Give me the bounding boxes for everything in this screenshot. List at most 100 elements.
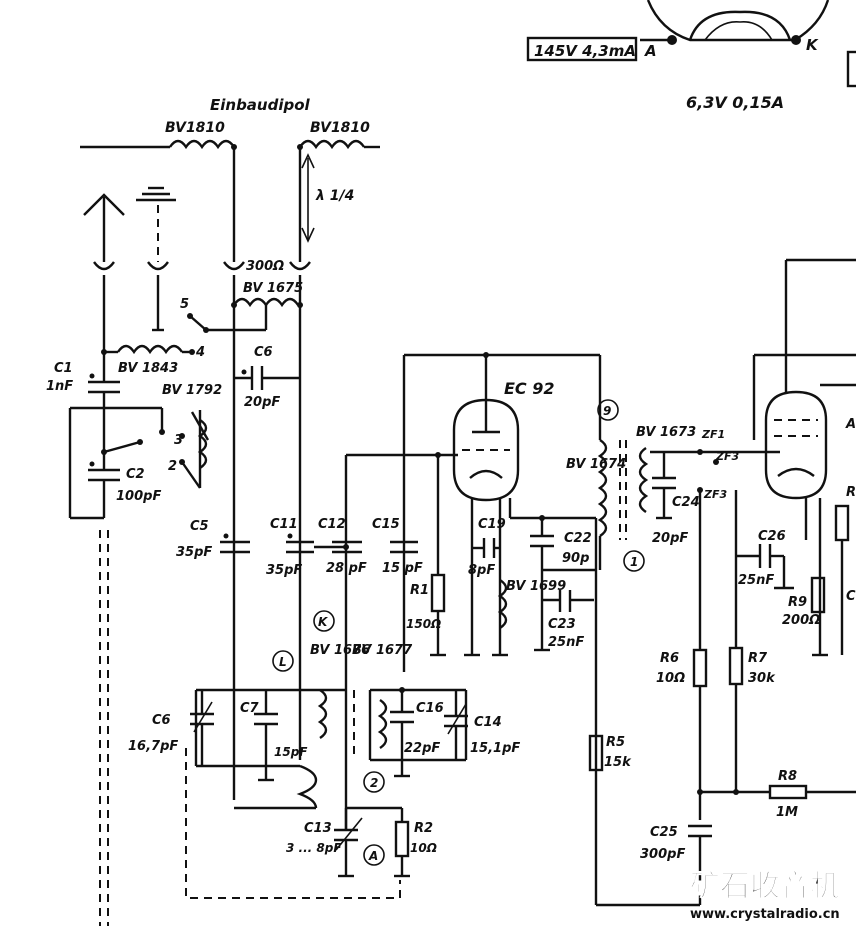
c25-value: 300pF	[640, 847, 685, 862]
marker-9-label: 9	[603, 404, 611, 418]
c1-label: C1	[54, 361, 73, 376]
c7-capacitor	[254, 690, 278, 782]
r1-resistor	[430, 455, 446, 657]
bv1675-coil	[206, 275, 303, 800]
shield-box	[185, 748, 401, 899]
c13-capacitor	[334, 806, 402, 878]
r7-value: 30k	[748, 671, 776, 686]
c1-value: 1nF	[46, 379, 73, 394]
r8-resistor	[697, 784, 856, 800]
marker-l-label: L	[279, 655, 287, 669]
r7-label: R7	[748, 651, 768, 666]
r8-label: R8	[778, 769, 797, 784]
r5-value: 15k	[604, 755, 632, 770]
r8-value: 1M	[776, 805, 798, 820]
c26-label: C26	[758, 529, 786, 544]
c6-capacitor	[234, 366, 300, 390]
connector-right	[289, 261, 311, 271]
c19-value: 8pF	[468, 563, 495, 578]
c2-value: 100pF	[116, 489, 161, 504]
r9-label: R9	[788, 595, 807, 610]
zf1-label: ZF1	[701, 428, 725, 441]
c7-value: 15pF	[274, 745, 308, 759]
dipole-coil-left	[80, 139, 237, 262]
c15-capacitor	[390, 540, 418, 554]
r6-label: R6	[660, 651, 679, 666]
antenna-icon	[83, 193, 125, 271]
r6-resistor	[692, 648, 708, 820]
c12-label: C12	[318, 517, 346, 532]
pentode-tube	[700, 258, 856, 655]
c23-value: 25nF	[548, 635, 584, 650]
c2-label: C2	[126, 467, 145, 482]
c6-lower-label: C6	[152, 713, 171, 728]
r6-value: 10Ω	[656, 671, 685, 686]
r9-resistor	[810, 576, 828, 657]
c19-capacitor	[472, 538, 500, 558]
c23-capacitor	[534, 570, 594, 652]
bv1843-label: BV 1843	[118, 361, 178, 376]
c15-value: 15 pF	[382, 561, 423, 576]
c12-capacitor	[332, 540, 362, 554]
c24-capacitor	[650, 449, 719, 520]
bv1810-right-label: BV1810	[310, 120, 370, 136]
c26-value: 25nF	[738, 573, 774, 588]
edge-r-label: R	[846, 485, 856, 500]
zf3-label: ZF3	[703, 488, 727, 501]
zf2-label: ZF3	[715, 450, 739, 463]
top-tube-socket	[640, 0, 830, 45]
c16-capacitor	[390, 690, 414, 778]
c13-value: 3 ... 8pF	[286, 841, 342, 855]
r5-label: R5	[606, 735, 625, 750]
bv1843-coil	[101, 344, 195, 355]
c5-value: 35pF	[176, 545, 212, 560]
marker-1	[623, 550, 645, 572]
ec92-tube	[404, 352, 602, 502]
marker-k-label: K	[318, 615, 329, 629]
c26-capacitor	[736, 544, 794, 590]
c22-capacitor	[530, 518, 596, 572]
r1-value: 150Ω	[406, 617, 441, 631]
ground-icon	[136, 186, 176, 332]
marker-a-label: A	[368, 849, 378, 863]
c2-capacitor	[88, 461, 120, 518]
r2-resistor	[394, 808, 410, 878]
c19-label: C19	[478, 517, 506, 532]
voltage-box	[526, 36, 638, 62]
c6-lower-value: 16,7pF	[128, 739, 178, 754]
switch-2-label: 2	[168, 459, 177, 474]
ohm300-label: 300Ω	[246, 259, 284, 274]
c6-value: 20pF	[244, 395, 280, 410]
marker-9	[597, 399, 619, 421]
r2-label: R2	[414, 821, 433, 836]
c22-label: C22	[564, 531, 592, 546]
marker-l	[272, 650, 294, 672]
watermark-url: www.crystalradio.cn	[690, 907, 840, 922]
bv1677-label: BV 1677	[352, 643, 413, 658]
switch-5	[187, 313, 209, 333]
if-transformer	[594, 439, 649, 905]
c25-label: C25	[650, 825, 678, 840]
marker-2	[363, 771, 385, 793]
c6-lower-capacitor	[190, 690, 214, 766]
switch-5-label: 5	[180, 297, 189, 312]
switch-4-label: 4	[195, 345, 205, 360]
c24-label: C24	[672, 495, 700, 510]
pin-k-label: K	[806, 36, 819, 54]
c11-label: C11	[270, 517, 298, 532]
bv1673-label: BV 1673	[636, 425, 696, 440]
c6-label: C6	[254, 345, 273, 360]
bv1792-label: BV 1792	[162, 383, 222, 398]
pin-a-label: A	[644, 42, 657, 60]
c16-label: C16	[416, 701, 444, 716]
c24-value: 20pF	[652, 531, 688, 546]
lambda-arrow	[301, 153, 315, 243]
bv1810-left-label: BV1810	[165, 120, 225, 136]
r1-label: R1	[410, 583, 429, 598]
c11-value: 35pF	[266, 563, 302, 578]
c14-label: C14	[474, 715, 502, 730]
r7-resistor	[728, 490, 744, 792]
edge-c-label: C	[846, 589, 856, 604]
r2-value: 10Ω	[410, 841, 437, 855]
dipole-title: Einbaudipol	[210, 96, 311, 114]
